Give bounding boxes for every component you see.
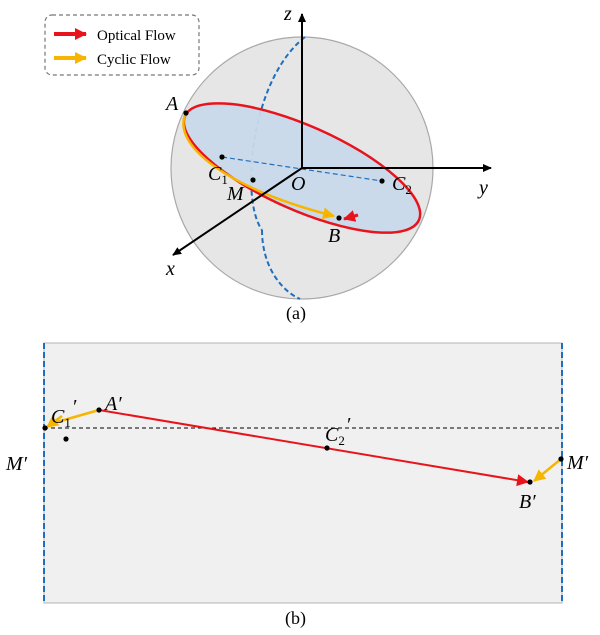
point-b-prime bbox=[527, 479, 533, 485]
label-a: A bbox=[164, 93, 179, 115]
label-a-prime: A′ bbox=[103, 393, 122, 415]
label-o: O bbox=[291, 173, 305, 195]
cyclic-flow-left-arrow bbox=[46, 414, 63, 429]
point-c2 bbox=[379, 178, 385, 184]
optical-flow-line bbox=[98, 409, 529, 487]
label-c1-prime: C1′ bbox=[51, 396, 77, 430]
point-a-prime bbox=[96, 407, 102, 413]
label-c2: C2 bbox=[392, 173, 412, 197]
label-m-prime-right: M′ bbox=[566, 452, 589, 474]
point-m-prime-right bbox=[558, 456, 564, 462]
x-axis bbox=[172, 167, 303, 256]
point-a bbox=[183, 110, 189, 116]
point-m bbox=[250, 177, 256, 183]
meridian-front bbox=[261, 229, 301, 300]
label-c2-prime: C2′ bbox=[325, 414, 351, 448]
projection-panel bbox=[43, 342, 563, 604]
cyclic-flow-right bbox=[533, 458, 562, 482]
caption-b: (b) bbox=[285, 608, 306, 629]
label-c1-prime-mark: ′ bbox=[72, 396, 77, 418]
optical-flow-arrowhead bbox=[343, 210, 359, 222]
label-m: M bbox=[226, 183, 245, 205]
label-c1: C1 bbox=[208, 163, 228, 187]
legend: Optical Flow Cyclic Flow bbox=[44, 14, 200, 76]
point-c1 bbox=[219, 154, 225, 160]
cyclic-flow-arc bbox=[182, 112, 335, 220]
point-m-prime-left bbox=[42, 425, 48, 431]
label-x: x bbox=[165, 258, 175, 280]
label-c2-letter: C bbox=[392, 173, 406, 195]
label-c2-subscript: 2 bbox=[405, 182, 412, 197]
label-c1-subscript: 1 bbox=[221, 172, 228, 187]
point-c2-prime bbox=[324, 445, 330, 451]
label-c2-prime-mark: ′ bbox=[346, 414, 351, 436]
label-z: z bbox=[283, 3, 292, 25]
label-c2-prime-subscript: 2 bbox=[338, 433, 345, 448]
legend-optical-flow-label: Optical Flow bbox=[97, 28, 176, 44]
label-y: y bbox=[477, 177, 488, 199]
panel-a: z y x A O M B C1 C2 (a) bbox=[164, 3, 492, 324]
point-c1-prime bbox=[63, 436, 69, 442]
label-c2-prime-letter: C bbox=[325, 424, 339, 446]
point-b bbox=[336, 215, 342, 221]
panel-b: A′ B′ M′ M′ C1′ C2′ (b) bbox=[5, 342, 589, 629]
caption-a: (a) bbox=[286, 303, 306, 324]
label-c1-letter: C bbox=[208, 163, 222, 185]
label-c1-prime-subscript: 1 bbox=[64, 415, 71, 430]
label-b: B bbox=[328, 225, 340, 247]
label-b-prime: B′ bbox=[519, 491, 536, 513]
legend-cyclic-flow-label: Cyclic Flow bbox=[97, 52, 171, 68]
label-c1-prime-letter: C bbox=[51, 406, 65, 428]
label-m-prime-left: M′ bbox=[5, 453, 28, 475]
